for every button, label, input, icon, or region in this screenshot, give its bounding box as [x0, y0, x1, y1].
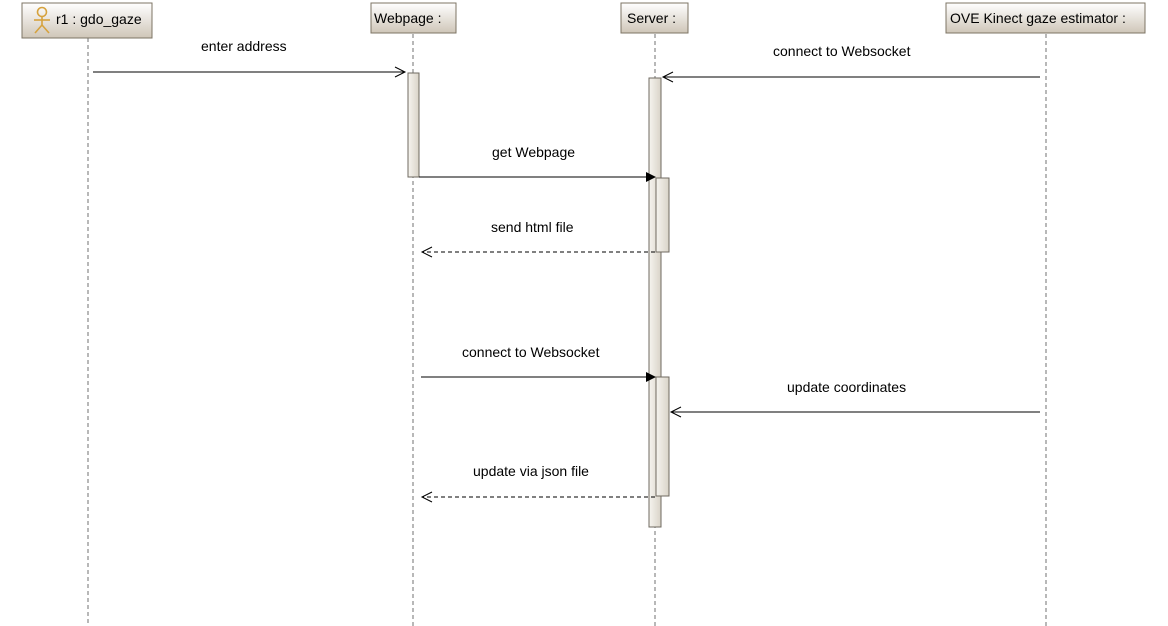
message-label: enter address	[201, 38, 287, 54]
message-label: send html file	[491, 219, 574, 235]
lifeline-header-server[interactable]: Server :	[620, 2, 689, 34]
activation-server-get-webpage	[655, 177, 670, 253]
message-label: connect to Websocket	[773, 43, 911, 59]
message-get-webpage[interactable]: get Webpage	[419, 144, 656, 182]
message-label: update coordinates	[787, 379, 906, 395]
message-update-coordinates[interactable]: update coordinates	[669, 379, 1040, 418]
message-label: update via json file	[473, 463, 589, 479]
message-label: get Webpage	[492, 144, 575, 160]
message-enter-address[interactable]: enter address	[93, 38, 407, 78]
actor-stick-figure-icon	[34, 6, 50, 34]
message-webpage-connect-websocket[interactable]: connect to Websocket	[421, 344, 656, 382]
lifeline-label-kinect: OVE Kinect gaze estimator :	[950, 10, 1126, 26]
activation-webpage	[407, 72, 420, 178]
message-send-html-file[interactable]: send html file	[420, 219, 655, 258]
lifeline-header-kinect[interactable]: OVE Kinect gaze estimator :	[945, 2, 1146, 34]
lifeline-label-server: Server :	[627, 10, 676, 26]
message-label: connect to Websocket	[462, 344, 600, 360]
lifeline-header-actor[interactable]: r1 : gdo_gaze	[21, 2, 153, 39]
lifeline-label-actor: r1 : gdo_gaze	[56, 11, 142, 27]
lifeline-label-webpage: Webpage :	[374, 10, 441, 26]
message-update-via-json[interactable]: update via json file	[420, 463, 655, 503]
lifeline-header-webpage[interactable]: Webpage :	[370, 2, 457, 34]
activation-server-websocket	[655, 376, 670, 497]
message-kinect-connect-websocket[interactable]: connect to Websocket	[661, 43, 1040, 83]
